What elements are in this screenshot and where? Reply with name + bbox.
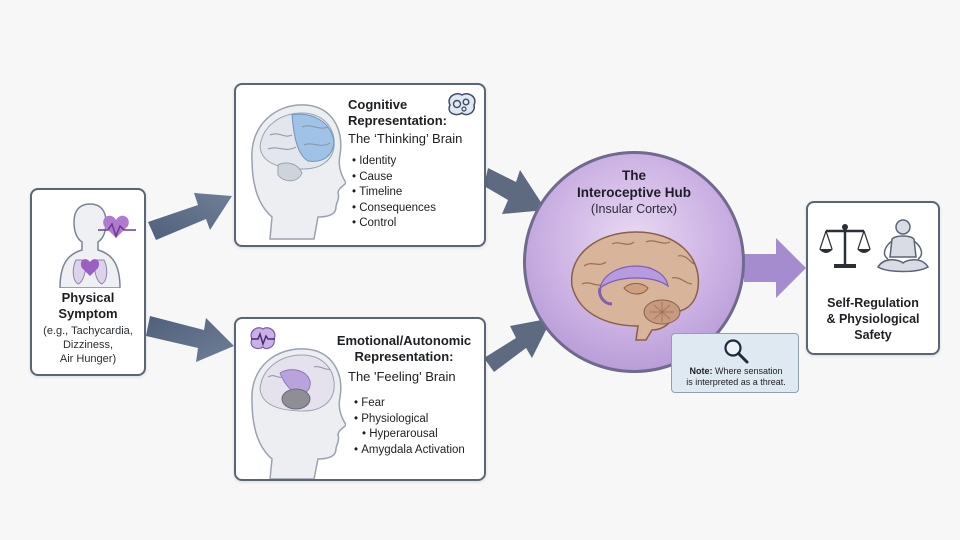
meditation-icon	[876, 219, 930, 273]
cognitive-list: Identity Cause Timeline Consequences Con…	[352, 154, 436, 232]
self-regulation-title: Self-Regulation & Physiological Safety	[826, 296, 920, 342]
list-item: Timeline	[352, 185, 436, 201]
cognitive-title: Cognitive Representation:	[348, 97, 447, 128]
magnifier-icon	[724, 339, 749, 364]
list-item: Consequences	[352, 201, 436, 217]
arrow-cognitive-to-hub	[484, 168, 546, 214]
brain-pulse-icon	[250, 327, 276, 350]
body-heart-pulse-icon	[59, 203, 136, 288]
note-text: Note: Where sensation is interpreted as …	[686, 366, 786, 387]
hub-title: The Interoceptive Hub	[576, 168, 692, 200]
emotional-representation-box: Emotional/Autonomic Representation: The …	[234, 317, 486, 481]
physical-symptom-title: Physical Symptom	[58, 290, 118, 321]
arrow-emotional-to-hub	[484, 318, 552, 372]
self-regulation-box: Self-Regulation & Physiological Safety	[806, 201, 940, 355]
scales-icon	[819, 224, 871, 268]
hub-subtitle: (Insular Cortex)	[590, 202, 678, 216]
cognitive-representation-box: Cognitive Representation: The ‘Thinking’…	[234, 83, 486, 247]
arrow-physical-to-emotional	[146, 316, 234, 362]
feeling-brain-head-icon	[251, 348, 346, 479]
sagittal-brain-icon	[570, 231, 700, 341]
physical-symptom-box: Physical Symptom (e.g., Tachycardia, Diz…	[30, 188, 146, 376]
emotional-subtitle: The 'Feeling' Brain	[348, 369, 456, 384]
arrow-physical-to-cognitive	[148, 193, 232, 240]
list-item: Amygdala Activation	[354, 443, 465, 459]
list-item: Hyperarousal	[354, 427, 465, 443]
emotional-title: Emotional/Autonomic Representation:	[336, 333, 472, 364]
list-item: Control	[352, 216, 436, 232]
list-item: Cause	[352, 170, 436, 186]
arrow-hub-to-outcome	[744, 238, 806, 298]
list-item: Fear	[354, 396, 465, 412]
cognitive-subtitle: The ‘Thinking’ Brain	[348, 131, 463, 146]
list-item: Physiological	[354, 412, 465, 428]
note-box: Note: Where sensation is interpreted as …	[671, 333, 799, 393]
emotional-list: Fear Physiological Hyperarousal Amygdala…	[354, 396, 465, 458]
physical-symptom-examples: (e.g., Tachycardia, Dizziness, Air Hunge…	[43, 325, 133, 365]
list-item: Identity	[352, 154, 436, 170]
brain-gears-icon	[448, 93, 476, 116]
thinking-brain-head-icon	[251, 104, 346, 240]
